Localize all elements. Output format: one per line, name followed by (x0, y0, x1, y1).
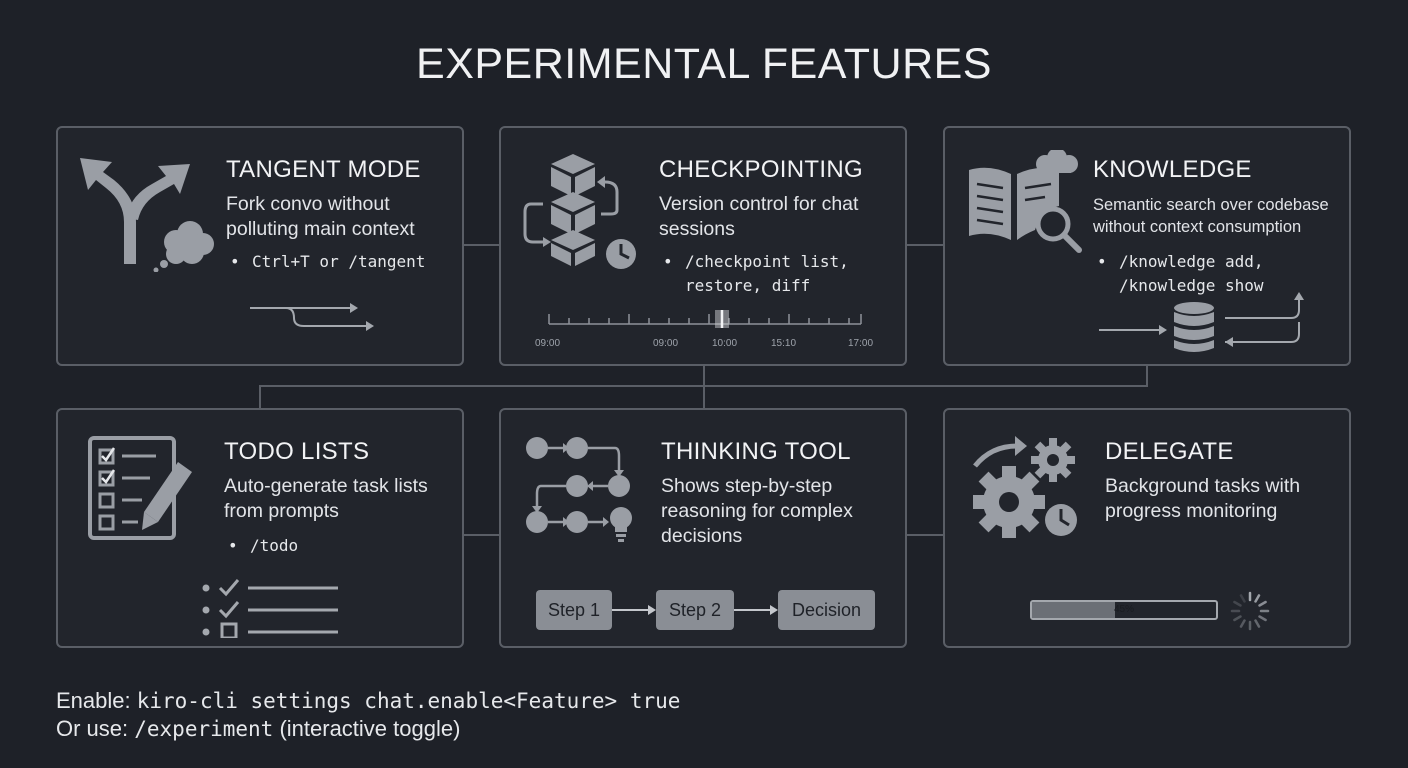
stacked-cubes-icon (523, 154, 636, 269)
card-description: Semantic search over codebase without co… (1093, 194, 1329, 238)
desc-line: Shows step-by-step (661, 475, 833, 497)
desc-line: from prompts (224, 500, 339, 522)
timeline-icon (548, 310, 862, 328)
card-title: CHECKPOINTING (659, 156, 863, 183)
step-arrows (612, 605, 778, 615)
branch-arrows-icon (250, 303, 374, 331)
card-description: Fork convo without polluting main contex… (226, 192, 415, 242)
desc-line: Fork convo without (226, 193, 390, 215)
desc-line: progress monitoring (1105, 500, 1278, 522)
spinner-icon (1230, 591, 1270, 631)
clock-icon (1045, 504, 1077, 536)
bullet-item: •/todo (228, 536, 299, 555)
card-description: Auto-generate task lists from prompts (224, 474, 428, 524)
bullet-item: •/checkpoint list, restore, diff (663, 252, 849, 295)
card-knowledge: KNOWLEDGE Semantic search over codebase … (943, 126, 1351, 366)
clock-icon (606, 239, 636, 269)
desc-line: polluting main context (226, 218, 415, 240)
progress-fill (1032, 602, 1115, 618)
desc-line: Auto-generate task lists (224, 475, 428, 497)
checklist-icon (202, 579, 338, 638)
thought-cloud-icon (153, 221, 214, 272)
command-code: /experiment (134, 717, 274, 741)
footer-use-line: Or use: /experiment (interactive toggle) (56, 716, 461, 741)
bullet-item: •Ctrl+T or /tangent (230, 252, 426, 271)
book-cloud-icon (969, 150, 1082, 253)
desc-line: Semantic search over codebase (1093, 196, 1329, 214)
card-title: DELEGATE (1105, 438, 1234, 465)
timeline-tick-label: 09:00 (535, 338, 561, 349)
database-icon (1099, 292, 1304, 352)
desc-line: without context consumption (1093, 218, 1302, 236)
timeline-tick-label: 15:10 (771, 338, 797, 349)
desc-line: Background tasks with (1105, 475, 1301, 497)
step-box: Step 1 (536, 590, 612, 630)
card-delegate: DELEGATE Background tasks with progress … (943, 408, 1351, 648)
card-title: THINKING TOOL (661, 438, 851, 465)
card-description: Shows step-by-step reasoning for complex… (661, 474, 853, 549)
card-description: Background tasks with progress monitorin… (1105, 474, 1300, 524)
magnifier-icon (1035, 206, 1082, 253)
card-tangent-mode: TANGENT MODE Fork convo without pollutin… (56, 126, 464, 366)
timeline-tick-label: 10:00 (712, 338, 738, 349)
card-description: Version control for chat sessions (659, 192, 858, 242)
desc-line: decisions (661, 525, 743, 547)
card-checkpointing: CHECKPOINTING Version control for chat s… (499, 126, 907, 366)
page-title: EXPERIMENTAL FEATURES (416, 40, 992, 88)
bullet-item: •/knowledge add, /knowledge show (1097, 252, 1264, 295)
timeline-tick-label: 09:00 (653, 338, 679, 349)
command-code: kiro-cli settings chat.enable<Feature> t… (136, 689, 681, 713)
desc-line: Version control for chat (659, 193, 859, 215)
footer-enable-line: Enable: kiro-cli settings chat.enable<Fe… (56, 688, 681, 713)
gears-icon (973, 436, 1077, 538)
node-flow-icon (526, 437, 632, 542)
card-title: TODO LISTS (224, 438, 370, 465)
desc-line: sessions (659, 218, 735, 240)
progress-bar: 45% (1030, 600, 1218, 620)
step-box: Step 2 (656, 590, 734, 630)
timeline-tick-label: 17:00 (848, 338, 874, 349)
desc-line: reasoning for complex (661, 500, 853, 522)
lightbulb-icon (610, 507, 632, 542)
card-title: KNOWLEDGE (1093, 156, 1252, 183)
checklist-pencil-icon (88, 436, 192, 540)
progress-label: 45% (1113, 604, 1134, 615)
card-todo-lists: TODO LISTS Auto-generate task lists from… (56, 408, 464, 648)
card-thinking-tool: THINKING TOOL Shows step-by-step reasoni… (499, 408, 907, 648)
fork-arrow-icon (80, 158, 214, 272)
decision-box: Decision (778, 590, 875, 630)
card-title: TANGENT MODE (226, 156, 421, 183)
